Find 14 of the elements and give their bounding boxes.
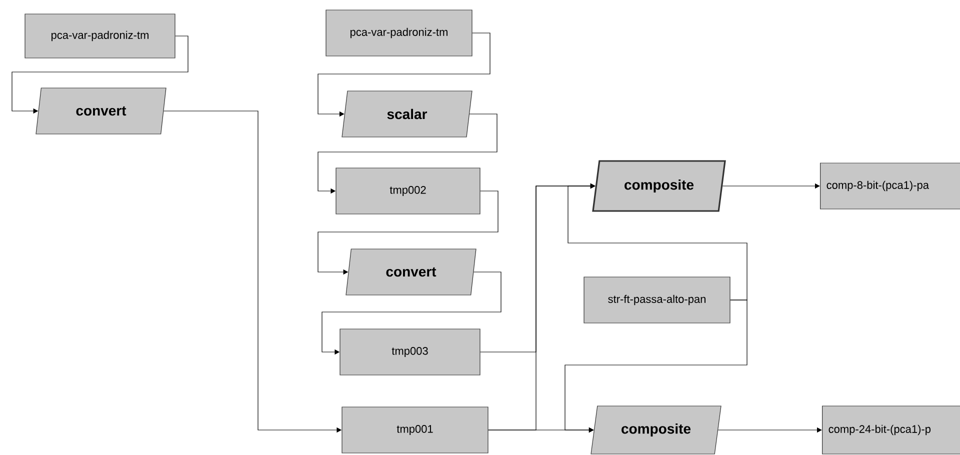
process-parallelogram: scalar [342, 90, 472, 138]
process-parallelogram: composite [590, 406, 722, 454]
process-parallelogram: convert [36, 88, 166, 134]
data-box: tmp001 [342, 406, 488, 454]
arrow [568, 183, 748, 300]
data-box: tmp002 [336, 168, 480, 214]
data-box: comp-8-bit-(pca1)-pa [820, 162, 960, 210]
data-box: pca-var-padroniz-tm [24, 14, 176, 58]
data-box: str-ft-passa-alto-pan [584, 276, 730, 324]
process-parallelogram: convert [346, 248, 476, 296]
data-box: comp-24-bit-(pca1)-p [822, 406, 960, 454]
data-box: pca-var-padroniz-tm [326, 10, 472, 56]
data-box: tmp003 [340, 328, 480, 376]
process-parallelogram: composite [592, 160, 726, 212]
